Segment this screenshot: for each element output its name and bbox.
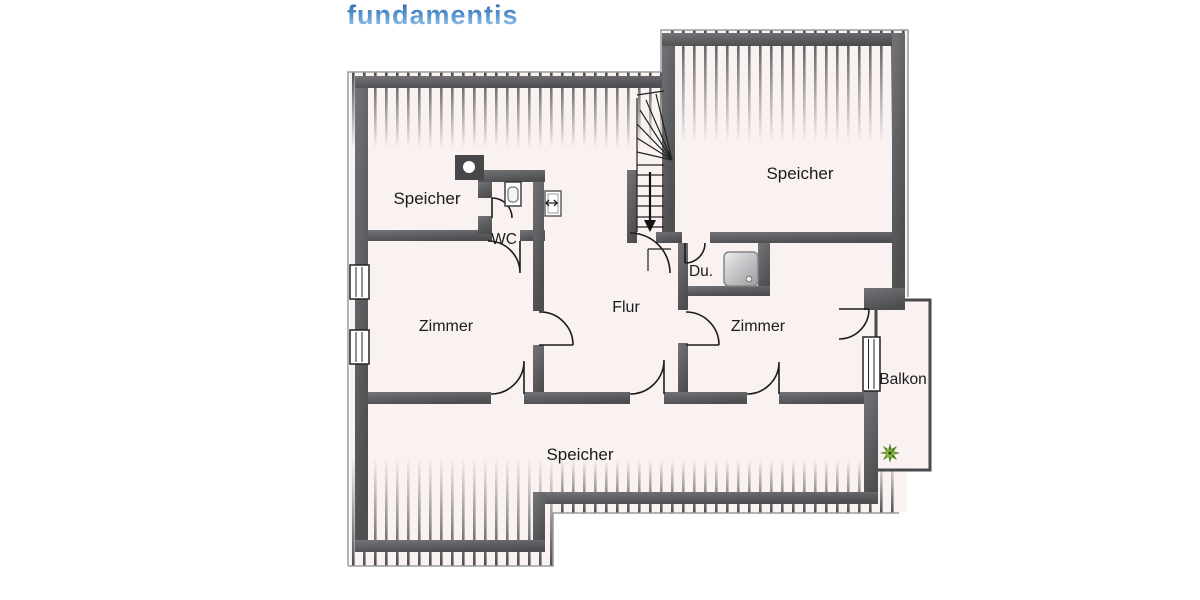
toilet-icon (504, 181, 522, 207)
door-arc-icon (685, 311, 720, 346)
label-shower: Du. (689, 263, 713, 280)
door-arc-icon (487, 240, 521, 274)
label-speicher-top-left: Speicher (393, 189, 460, 208)
walls (355, 33, 905, 552)
label-hallway: Flur (612, 299, 640, 316)
roof-window-icon (544, 190, 562, 217)
label-balcony: Balkon (879, 371, 926, 388)
door-arc-icon (490, 360, 525, 395)
down-arrow-icon (644, 172, 656, 232)
door-arc-icon (538, 311, 574, 346)
door-arc-icon (629, 359, 665, 395)
shower-tray-icon (723, 251, 759, 287)
label-speicher-bottom: Speicher (546, 445, 613, 464)
room-labels: Speicher Speicher WC Du. Flur Zimmer Zim… (393, 164, 926, 464)
label-room-right: Zimmer (731, 318, 786, 335)
chimney-icon (455, 155, 484, 180)
stairs-icon (629, 90, 673, 274)
door-arcs (487, 197, 870, 395)
windows (349, 264, 881, 392)
door-arc-icon (684, 242, 706, 264)
door-arc-icon (838, 308, 870, 340)
label-speicher-top-right: Speicher (766, 164, 833, 183)
roof-outline (347, 29, 909, 567)
door-arc-icon (746, 361, 780, 395)
label-wc: WC (491, 231, 517, 248)
window-icon (862, 336, 881, 392)
label-room-left: Zimmer (419, 318, 474, 335)
window-icon (349, 329, 370, 365)
window-icon (349, 264, 370, 300)
plant-icon (880, 443, 900, 463)
logo: fundamentis (347, 0, 519, 30)
